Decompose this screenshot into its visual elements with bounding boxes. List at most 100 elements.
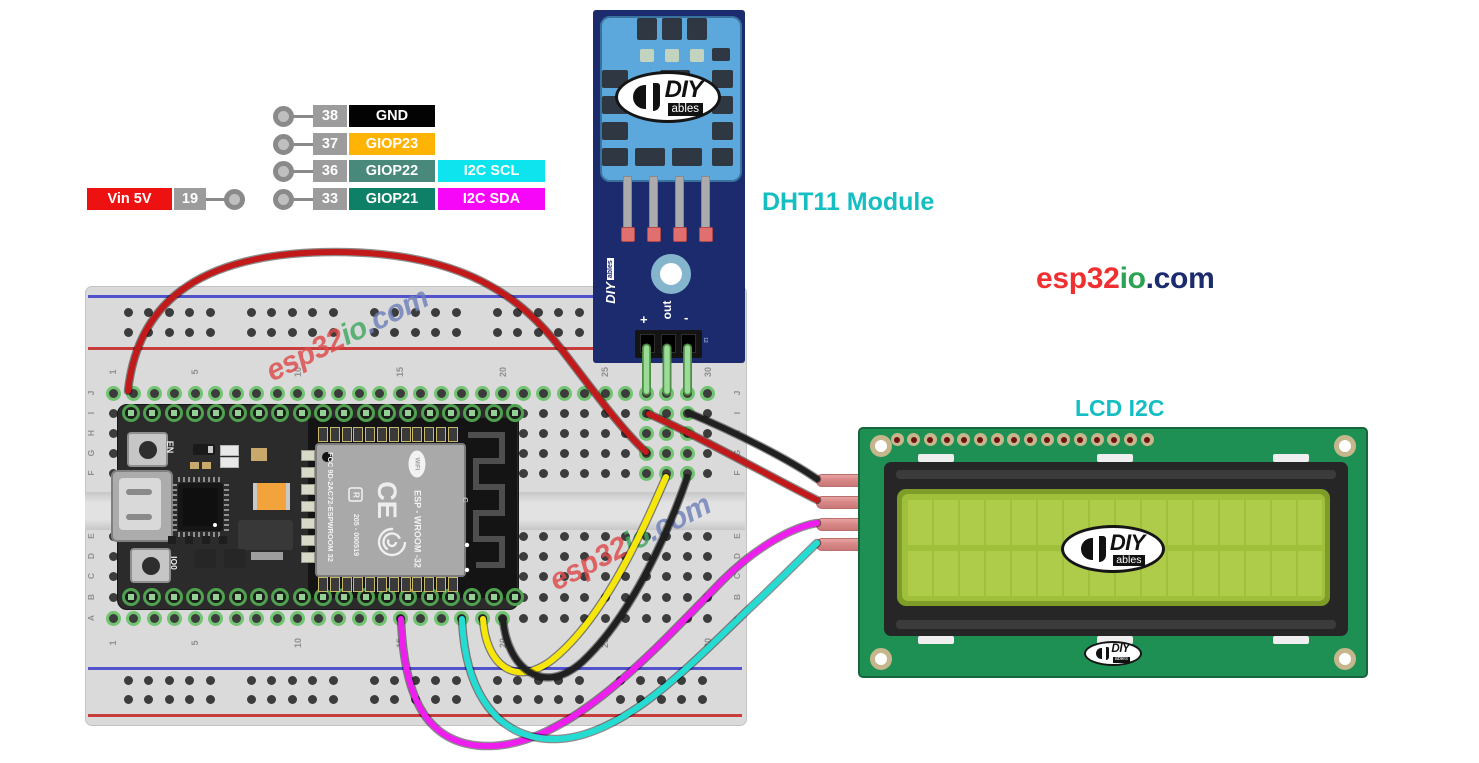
esp32-header-pin xyxy=(164,588,183,606)
lcd-character-cell xyxy=(908,500,932,545)
chip-pins xyxy=(178,477,223,482)
gpio-label-badge: GIOP22 xyxy=(349,160,435,182)
lcd-top-pin xyxy=(957,433,971,446)
diy-text: DIY xyxy=(1109,529,1145,555)
breadboard-hole xyxy=(559,468,569,478)
diy-text: DIY xyxy=(1111,643,1130,656)
sensor-slot xyxy=(687,18,707,40)
connector-line xyxy=(291,142,314,146)
esp32-header-pin xyxy=(249,588,268,606)
wifi-logo-text: WiFi xyxy=(413,457,420,470)
chip-dot xyxy=(213,523,217,527)
brand-esp32: esp32 xyxy=(1036,262,1120,295)
ables-text: ables xyxy=(1113,655,1130,663)
sensor-vent xyxy=(665,49,679,62)
diy-text: DIY xyxy=(664,75,704,103)
lcd-top-pin xyxy=(1140,433,1154,446)
breadboard-hole xyxy=(390,675,399,685)
breadboard-hole xyxy=(108,571,118,581)
breadboard-hole xyxy=(328,694,338,704)
dht-pin-minus-label: - xyxy=(684,310,689,325)
connector-line xyxy=(291,169,314,173)
breadboard-hole xyxy=(313,613,323,623)
lcd-character-cell xyxy=(1168,500,1192,545)
breadboard-hole xyxy=(390,694,399,704)
pin-number-badge: 37 xyxy=(313,133,347,155)
module-pin-stub xyxy=(301,484,315,495)
breadboard-hole xyxy=(334,613,343,623)
lcd-character-cell xyxy=(986,551,1010,596)
breadboard-hole xyxy=(211,613,220,623)
sensor-vent xyxy=(640,49,654,62)
lcd-top-pin xyxy=(1040,433,1054,446)
lcd-character-cell xyxy=(1194,551,1218,596)
breadboard-hole xyxy=(328,675,338,685)
sensor-slot xyxy=(602,148,628,166)
diy-glyph-icon xyxy=(1098,535,1106,563)
esp32-header-pin xyxy=(207,588,226,606)
breadboard-hole xyxy=(703,388,712,398)
wifi-logo-icon xyxy=(408,450,426,478)
gpio-label-badge: GND xyxy=(349,105,435,127)
reg-mark: R xyxy=(351,492,361,498)
usb-slot xyxy=(126,489,152,495)
lcd-character-cell xyxy=(934,500,958,545)
brand-com: .com xyxy=(1145,262,1215,295)
lcd-top-pin xyxy=(1007,433,1021,446)
diy-glyph-icon xyxy=(1081,537,1093,561)
breadboard-hole xyxy=(185,694,194,704)
lcd-character-cell xyxy=(1038,551,1062,596)
usb-slot xyxy=(126,514,152,520)
module-pin-stub xyxy=(301,535,315,546)
breadboard-hole xyxy=(164,675,174,685)
small-ic xyxy=(195,549,216,568)
lcd-top-pin xyxy=(923,433,937,446)
boot-button xyxy=(130,548,171,583)
sensor-slot xyxy=(712,122,733,140)
lcd-character-cell xyxy=(908,551,932,596)
lcd-top-pin xyxy=(1123,433,1137,446)
lcd-character-cell xyxy=(1246,500,1270,545)
breadboard-hole xyxy=(108,408,118,418)
breadboard-hole xyxy=(287,675,297,685)
sensor-slot xyxy=(712,70,733,88)
bezel-tab xyxy=(1273,454,1309,462)
lcd-character-cell xyxy=(960,500,984,545)
breadboard-hole xyxy=(600,468,610,478)
connector-line xyxy=(291,114,314,118)
lcd-character-cell xyxy=(1220,500,1244,545)
breadboard-hole xyxy=(108,592,118,602)
brand-logo: esp32io.com xyxy=(1036,262,1215,296)
lcd-character-cell xyxy=(934,551,958,596)
breadboard-hole xyxy=(149,613,159,623)
mounting-hole xyxy=(870,435,892,457)
chip-pins xyxy=(172,483,177,531)
sensor-slot xyxy=(672,148,702,166)
voltage-regulator xyxy=(238,520,293,550)
bezel-tab xyxy=(918,454,954,462)
lcd-top-pin xyxy=(1057,433,1071,446)
module-pin-stub xyxy=(301,501,315,512)
i2c-function-badge: I2C SDA xyxy=(438,188,545,210)
i2c-function-badge: I2C SCL xyxy=(438,160,545,182)
lcd-top-pin xyxy=(1107,433,1121,446)
gpio-label-badge: GIOP21 xyxy=(349,188,435,210)
chip-pins xyxy=(224,483,229,531)
diy-glyph-icon xyxy=(652,82,660,112)
lcd-character-cell xyxy=(1038,500,1062,545)
sensor-slot xyxy=(602,122,628,140)
solder-pad xyxy=(647,227,661,242)
lcd-top-pin xyxy=(890,433,904,446)
breadboard-hole xyxy=(108,428,118,438)
module-pin-stub xyxy=(341,577,352,592)
module-pin-stub xyxy=(301,467,315,478)
breadboard-hole xyxy=(580,468,589,478)
breadboard-hole xyxy=(293,613,302,623)
lcd-character-cell xyxy=(1272,500,1296,545)
ce-mark: CE xyxy=(372,481,402,519)
esp32-header-pin xyxy=(271,588,290,606)
breadboard-hole xyxy=(123,675,133,685)
breadboard-hole xyxy=(144,694,153,704)
